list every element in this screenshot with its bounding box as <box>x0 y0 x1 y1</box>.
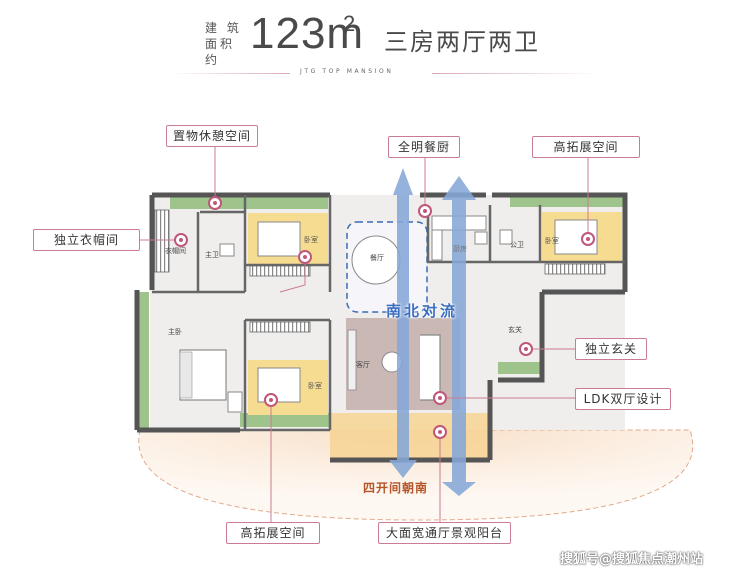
pin-open-dining <box>418 204 432 218</box>
area-label-line2: 面积约 <box>205 37 236 67</box>
room-label-dining: 餐厅 <box>370 254 384 262</box>
bath-fixture-1 <box>219 243 235 257</box>
kitchen-counter-side <box>431 229 443 261</box>
pin-bedroom-top <box>298 250 312 264</box>
pin-cloakroom <box>174 233 188 247</box>
callout-balcony: 大面宽通厅景观阳台 <box>378 522 511 544</box>
room-label-public-bath: 公卫 <box>510 241 524 249</box>
room-label-bedroom-3: 卧室 <box>545 237 559 245</box>
leader-lines <box>140 147 589 523</box>
room-label-cloak: 衣帽间 <box>165 247 186 255</box>
wardrobe-2 <box>249 321 311 333</box>
tv-cabinet <box>347 329 357 391</box>
greenery-left <box>137 292 149 430</box>
pin-extend-bottom <box>264 393 278 407</box>
inner-walls <box>152 195 625 432</box>
room-label-master: 主卧 <box>168 328 182 336</box>
callout-extend-top: 高拓展空间 <box>532 136 640 158</box>
callout-extend-bottom: 高拓展空间 <box>226 522 320 544</box>
room-label-master-bath: 主卫 <box>205 251 219 259</box>
callout-storage-rest: 置物休憩空间 <box>166 125 258 147</box>
room-label-living: 客厅 <box>356 361 370 369</box>
greenery-top-right <box>510 195 625 207</box>
wardrobe-3 <box>544 263 606 275</box>
sofa <box>420 334 441 401</box>
area-label: 建 筑 面积约 <box>205 20 249 68</box>
master-vanity <box>227 391 243 413</box>
south-orientation-arc <box>138 429 694 521</box>
airflow-arrows <box>389 168 476 496</box>
room-label-kitchen: 厨房 <box>453 245 467 253</box>
room-label-foyer: 玄关 <box>508 326 522 334</box>
area-label-line1: 建 筑 <box>205 21 242 35</box>
header: 建 筑 面积约 123m 2 三房两厅两卫 JTG TOP MANSION <box>0 0 740 84</box>
greenery-entry <box>498 362 543 374</box>
area-unit-superscript: 2 <box>343 11 356 36</box>
brand-line: JTG TOP MANSION <box>300 68 394 75</box>
bed-master-pillow <box>179 351 193 399</box>
pin-storage-rest <box>208 196 222 210</box>
room-label-bedroom-2: 卧室 <box>308 382 322 390</box>
pin-entrance <box>519 342 533 356</box>
callout-open-dining: 全明餐厨 <box>388 136 460 158</box>
wardrobe-1 <box>249 265 311 277</box>
watermark-text: 搜狐号@搜狐焦点潮州站 <box>560 552 704 567</box>
divider-right <box>432 73 602 74</box>
cloak-racks <box>154 209 170 273</box>
callout-cloakroom: 独立衣帽间 <box>33 229 140 251</box>
divider-left <box>170 73 290 74</box>
bed-top <box>257 221 301 257</box>
layout-type-title: 三房两厅两卫 <box>384 28 540 56</box>
south-facing-label: 四开间朝南 <box>363 481 429 495</box>
greenery-bottom <box>240 413 330 427</box>
area-value: 123m <box>250 9 365 58</box>
pin-ldk <box>433 391 447 405</box>
airflow-label: 南北对流 <box>386 302 459 320</box>
room-label-bedroom-1: 卧室 <box>304 236 318 244</box>
bath-fixture-3 <box>474 231 488 245</box>
bath-fixture-2 <box>499 229 513 245</box>
callout-ldk: LDK双厅设计 <box>575 388 671 410</box>
pin-extend-top <box>581 232 595 246</box>
callout-entrance: 独立玄关 <box>575 338 647 360</box>
pin-balcony <box>433 425 447 439</box>
